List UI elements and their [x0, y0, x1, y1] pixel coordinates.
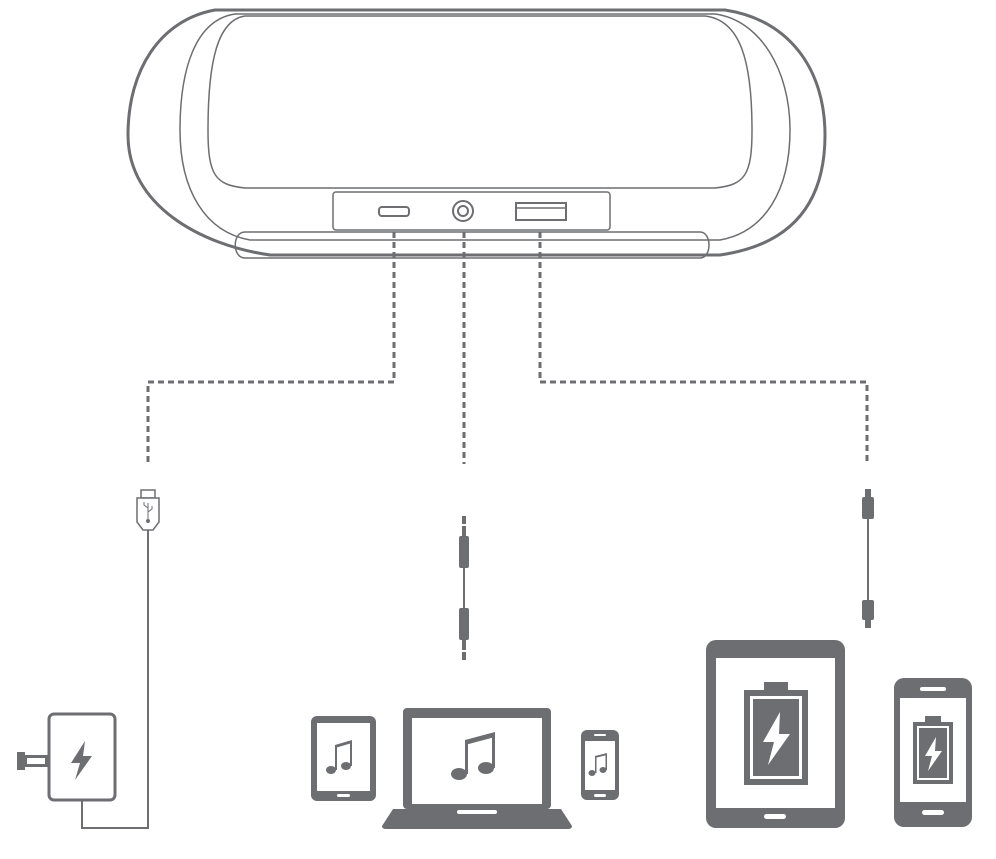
- speaker-grille: [207, 15, 753, 189]
- usb-plug-tip: [140, 489, 156, 499]
- aux-plug-top-ring: [461, 524, 467, 526]
- micro-usb-port[interactable]: [378, 206, 410, 217]
- usb-cable-wire: [81, 530, 149, 829]
- lightning-bolt-icon: [925, 737, 942, 771]
- usb-charge-plug-bottom-body: [862, 600, 874, 620]
- charger-prong-left: [17, 752, 25, 770]
- audio-laptop-screen: [412, 718, 542, 804]
- battery-charging-icon: [744, 682, 808, 785]
- aux-cable: [459, 516, 469, 660]
- lightning-bolt-icon: [71, 741, 92, 780]
- audio-phone: [581, 730, 619, 800]
- leader-line-usb-out: [538, 232, 869, 462]
- music-note-icon: [326, 740, 352, 774]
- speaker: [126, 8, 827, 259]
- music-note-icon: [451, 732, 495, 780]
- audio-laptop: [382, 708, 572, 829]
- usb-charge-out-port[interactable]: [515, 202, 567, 221]
- usb-charge-cable: [862, 489, 874, 628]
- usb-charge-plug-top-body: [862, 497, 874, 519]
- aux-plug-top-body: [459, 536, 469, 568]
- port-panel: [332, 191, 611, 231]
- aux-plug-bottom-body: [459, 608, 469, 640]
- charger-prong-slot: [27, 758, 45, 764]
- audio-tablet-screen: [317, 723, 370, 791]
- usb-charge-plug-top-tip: [865, 489, 871, 497]
- audio-phone-screen: [585, 741, 615, 790]
- audio-laptop-trackpad-notch: [457, 810, 497, 814]
- charging-phone-home-button: [922, 810, 944, 815]
- speaker-body: [126, 8, 827, 257]
- music-note-icon: [588, 753, 607, 776]
- speaker-base-strip: [234, 231, 710, 259]
- audio-laptop-base: [382, 809, 572, 829]
- charging-tablet-home-button: [764, 814, 786, 819]
- aux-in-jack-hole: [457, 205, 469, 217]
- audio-tablet-home-button: [337, 794, 350, 797]
- charging-phone: [894, 678, 972, 827]
- lightning-bolt-icon: [763, 712, 790, 765]
- charging-phone-speaker: [920, 687, 946, 691]
- leader-lines: [146, 232, 869, 464]
- audio-phone-speaker: [594, 734, 606, 736]
- audio-phone-home-button: [594, 794, 606, 797]
- battery-charging-icon: [913, 716, 953, 784]
- usb-symbol-icon: [143, 502, 153, 523]
- usb-charge-plug-bottom-tip: [865, 620, 871, 628]
- aux-in-jack[interactable]: [452, 200, 474, 222]
- charging-tablet: [706, 640, 845, 828]
- aux-plug-bottom-ring: [461, 650, 467, 652]
- leader-line-micro-usb: [146, 232, 396, 462]
- usb-cable: [81, 489, 160, 829]
- mobile-devices: [706, 640, 972, 828]
- wall-charger: [17, 712, 117, 802]
- speaker-inner-shell: [179, 13, 791, 241]
- audio-sources: [311, 708, 619, 829]
- audio-tablet: [311, 716, 376, 801]
